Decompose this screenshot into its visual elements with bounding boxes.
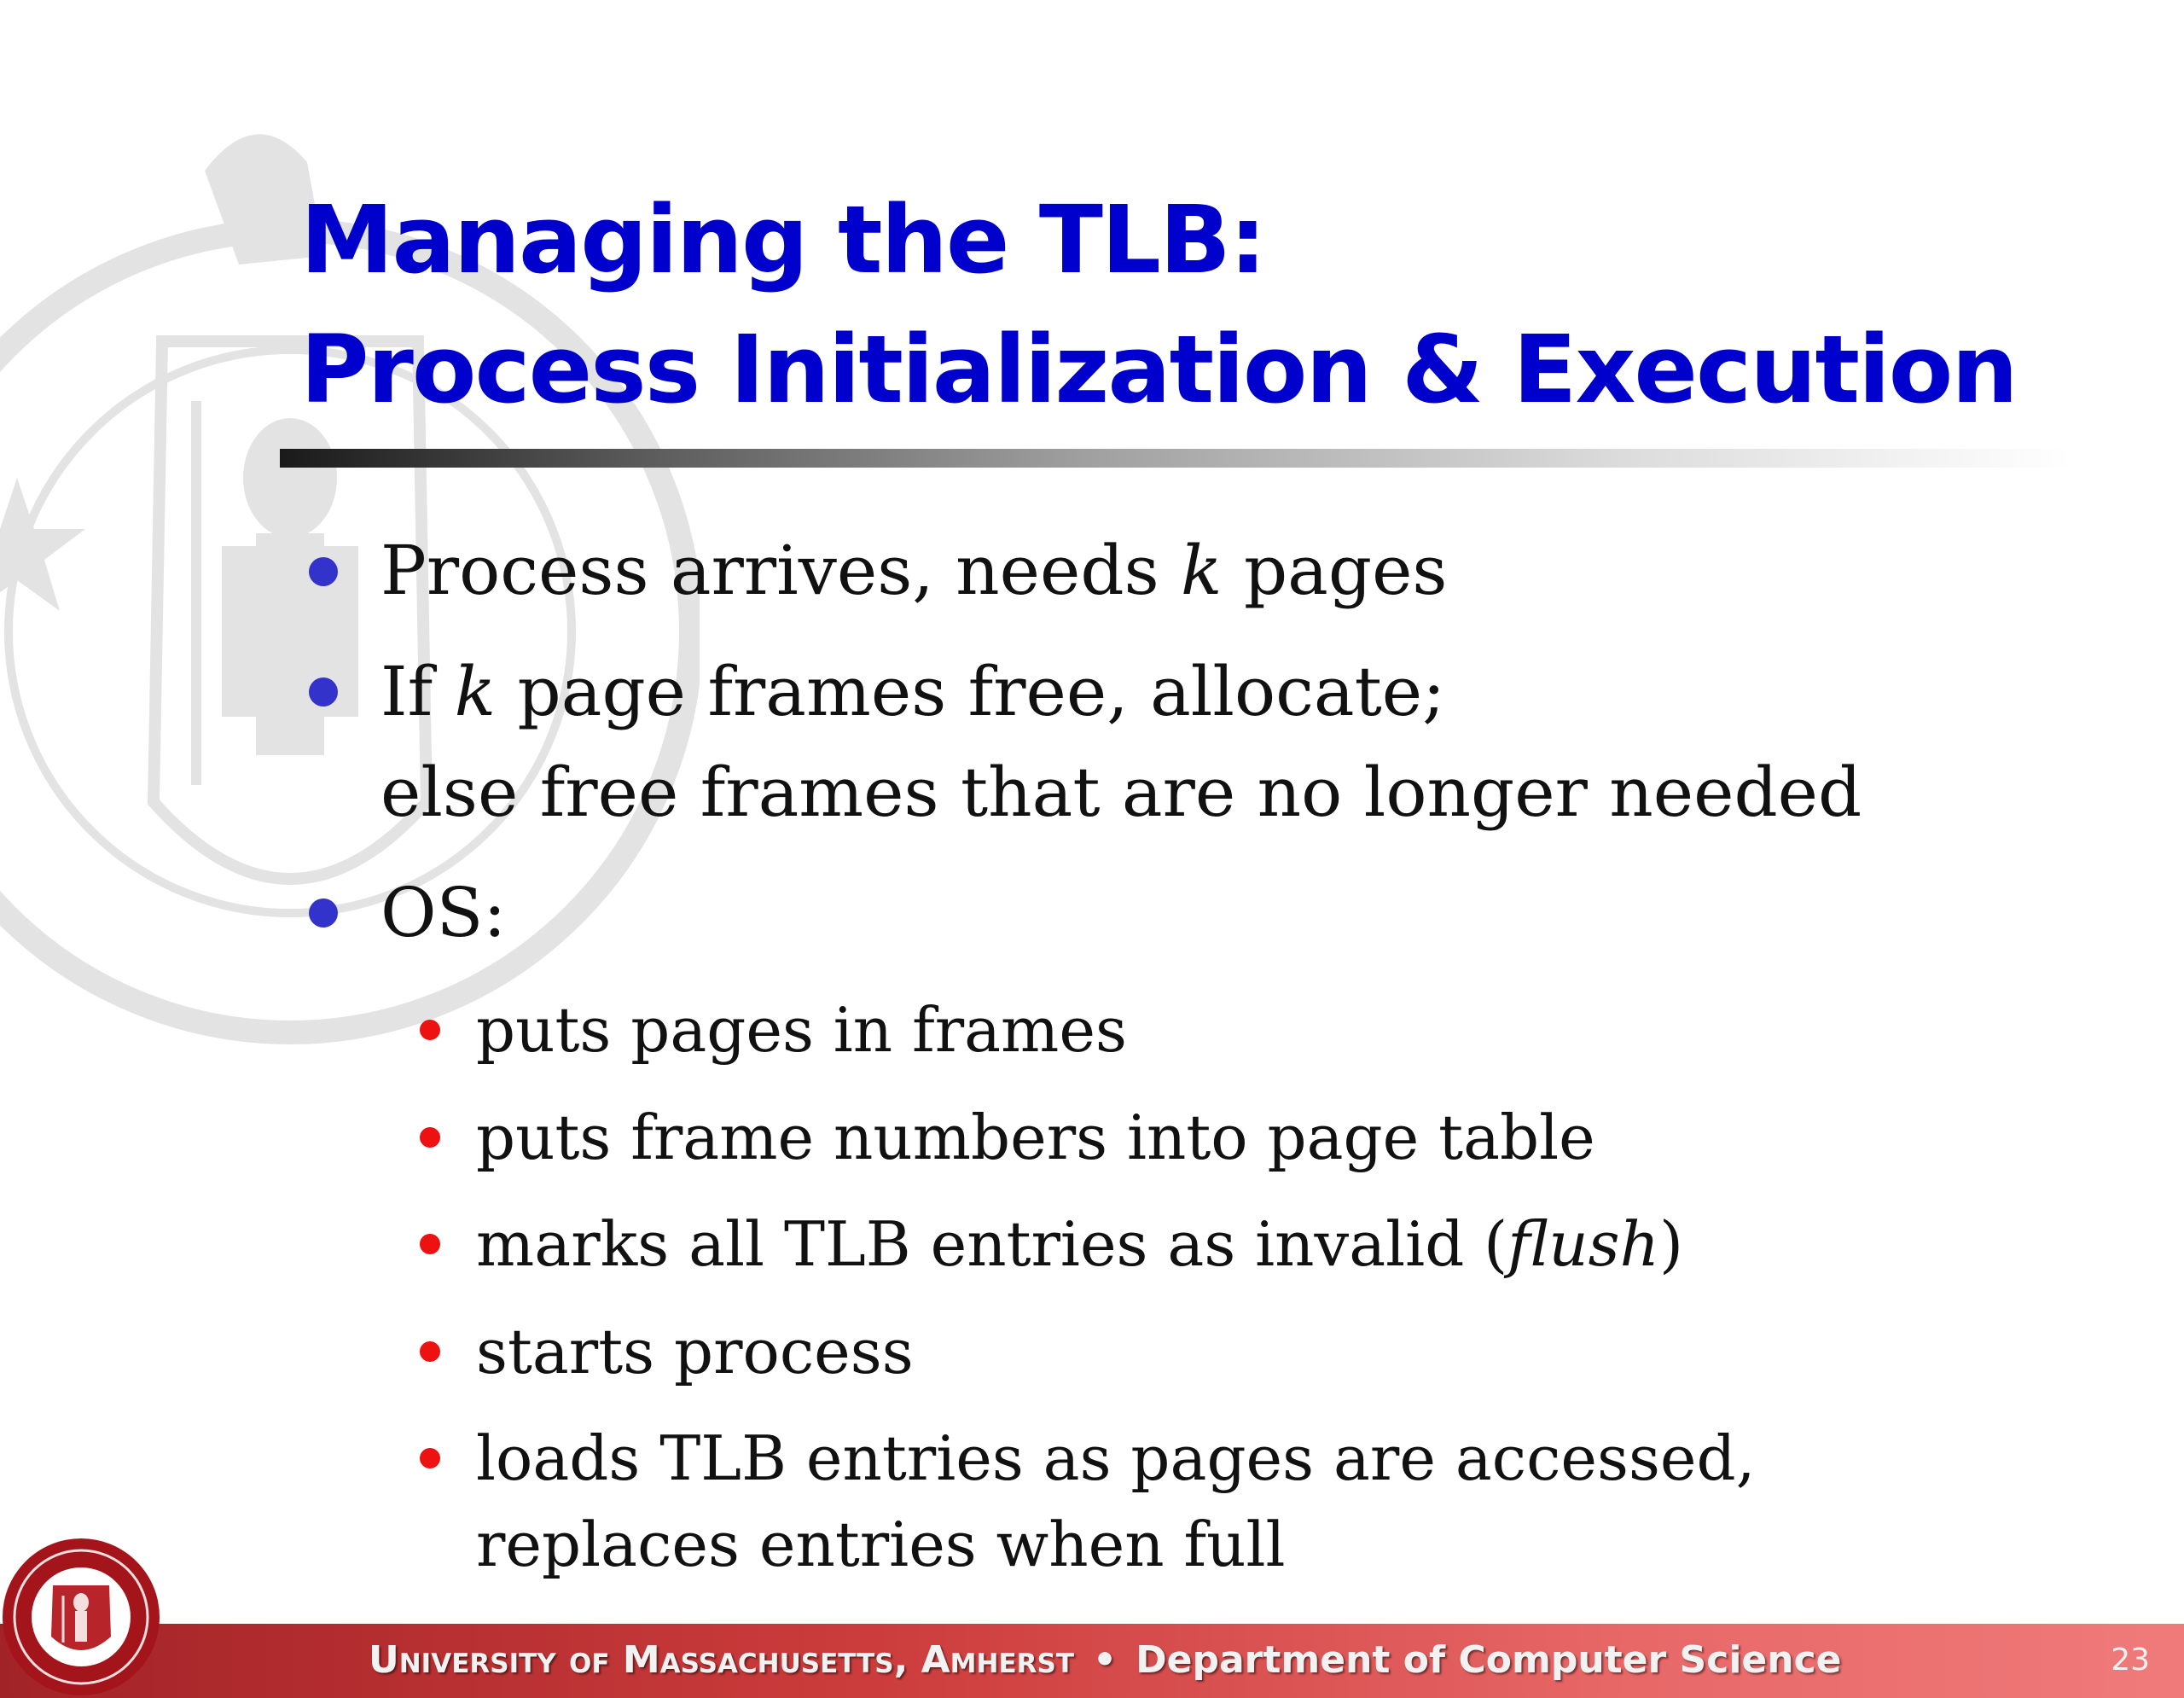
- footer-separator: •: [1093, 1638, 1118, 1682]
- sub-bullet-item: loads TLB entries as pages are accessed,: [476, 1422, 1756, 1494]
- sub-bullet-dot: [420, 1020, 440, 1040]
- footer-university: University of Massachusetts, Amherst: [369, 1638, 1074, 1682]
- slide-title-line2: Process Initialization & Execution: [300, 315, 2018, 424]
- sub-bullet-dot: [420, 1234, 440, 1254]
- footer-text: University of Massachusetts, Amherst • Dep…: [369, 1633, 1842, 1688]
- footer-department: Department of Computer Science: [1136, 1638, 1842, 1682]
- sub-bullet-item-continuation: replaces entries when full: [476, 1509, 1286, 1580]
- bullet-item: If k page frames free, allocate;: [380, 652, 1446, 731]
- sub-bullet-item: marks all TLB entries as invalid (flush): [476, 1208, 1684, 1280]
- sub-bullet-dot: [420, 1341, 440, 1362]
- sub-bullet-item: puts frame numbers into page table: [476, 1102, 1595, 1173]
- slide-title: Managing the TLB: Process Initialization…: [300, 175, 2018, 434]
- sub-bullet-dot: [420, 1127, 440, 1148]
- bullet-item: Process arrives, needs k pages: [380, 531, 1448, 610]
- bullet-item: OS:: [380, 873, 507, 952]
- footer-bar: [0, 1624, 2184, 1698]
- umass-seal-logo-icon: [3, 1538, 160, 1695]
- sub-bullet-item: puts pages in frames: [476, 994, 1127, 1066]
- bullet-item-continuation: else free frames that are no longer need…: [380, 753, 1862, 832]
- bullet-dot: [309, 677, 338, 707]
- slide-title-line1: Managing the TLB:: [300, 185, 1267, 294]
- bullet-dot: [309, 898, 338, 928]
- sub-bullet-dot: [420, 1448, 440, 1468]
- bullet-dot: [309, 557, 338, 586]
- page-number: 23: [2111, 1643, 2150, 1678]
- title-divider: [280, 449, 2071, 468]
- sub-bullet-item: starts process: [476, 1316, 914, 1387]
